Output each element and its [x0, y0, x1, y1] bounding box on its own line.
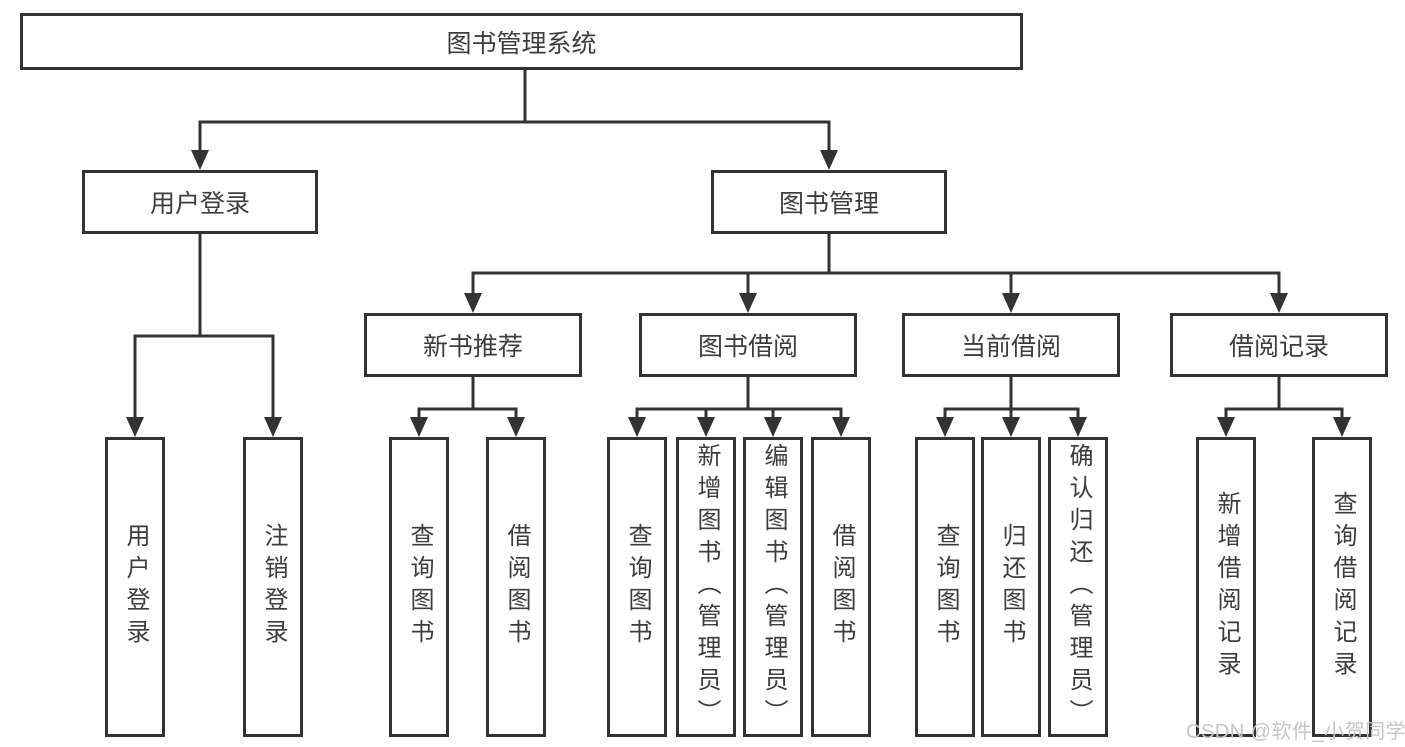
node-root-label: 图书管理系统 — [446, 29, 597, 58]
node-library-management-system: 图书管理系统 — [20, 13, 1023, 70]
leaf-return-books: 归还图书 — [981, 437, 1041, 737]
leaf-confirm-return-admin: 确认归还（管理员） — [1048, 437, 1108, 737]
node-current-borrow: 当前借阅 — [902, 313, 1120, 377]
leaf-edit-book-admin: 编辑图书（管理员） — [743, 437, 803, 737]
edge-borrow-records-to-children — [1224, 376, 1344, 423]
leaf-borrow-books-label: 借阅图书 — [828, 523, 855, 651]
leaf-query-books-current: 查询图书 — [915, 437, 975, 737]
node-user-login: 用户登录 — [82, 170, 318, 234]
leaf-add-borrow-record-label: 新增借阅记录 — [1213, 491, 1240, 683]
leaf-return-books-label: 归还图书 — [998, 523, 1025, 651]
leaf-user-login: 用户登录 — [105, 437, 165, 737]
leaf-add-borrow-record: 新增借阅记录 — [1196, 437, 1256, 737]
node-borrow-records-label: 借阅记录 — [1228, 333, 1329, 361]
node-borrow-records: 借阅记录 — [1170, 313, 1388, 377]
leaf-borrow-books: 借阅图书 — [811, 437, 871, 737]
leaf-logout: 注销登录 — [243, 437, 303, 737]
node-book-borrow-label: 图书借阅 — [697, 333, 798, 361]
leaf-borrow-books-recommend: 借阅图书 — [486, 437, 546, 737]
csdn-watermark: CSDN @软件_小贺同学 — [1186, 721, 1405, 743]
leaf-query-books-current-label: 查询图书 — [932, 523, 959, 651]
node-book-borrow: 图书借阅 — [639, 313, 857, 377]
leaf-borrow-books-recommend-label: 借阅图书 — [503, 523, 530, 651]
leaf-confirm-return-admin-label: 确认归还（管理员） — [1065, 443, 1092, 731]
leaf-user-login-label: 用户登录 — [122, 523, 149, 651]
node-current-borrow-label: 当前借阅 — [960, 333, 1061, 361]
leaf-add-book-admin-label: 新增图书（管理员） — [693, 443, 720, 731]
node-new-book-recommend: 新书推荐 — [364, 313, 582, 377]
connector-lines — [133, 70, 1344, 423]
node-book-management: 图书管理 — [711, 170, 947, 234]
leaf-add-book-admin: 新增图书（管理员） — [676, 437, 736, 737]
edge-current-borrow-to-children — [943, 376, 1080, 423]
leaf-query-books-borrow-label: 查询图书 — [624, 523, 651, 651]
node-new-book-recommend-label: 新书推荐 — [422, 333, 523, 361]
edge-book-management-to-children — [471, 234, 1281, 298]
node-user-login-label: 用户登录 — [149, 190, 250, 218]
edge-new-book-to-children — [417, 376, 518, 423]
leaf-query-borrow-record-label: 查询借阅记录 — [1329, 491, 1356, 683]
leaf-query-books-borrow: 查询图书 — [607, 437, 667, 737]
edge-root-to-level2 — [198, 70, 831, 156]
edge-book-borrow-to-children — [635, 376, 843, 423]
leaf-query-books-recommend-label: 查询图书 — [406, 523, 433, 651]
leaf-logout-label: 注销登录 — [260, 523, 287, 651]
leaf-query-books-recommend: 查询图书 — [389, 437, 449, 737]
leaf-edit-book-admin-label: 编辑图书（管理员） — [760, 443, 787, 731]
node-book-management-label: 图书管理 — [778, 190, 879, 218]
leaf-query-borrow-record: 查询借阅记录 — [1312, 437, 1372, 737]
edge-user-login-to-children — [133, 234, 275, 423]
